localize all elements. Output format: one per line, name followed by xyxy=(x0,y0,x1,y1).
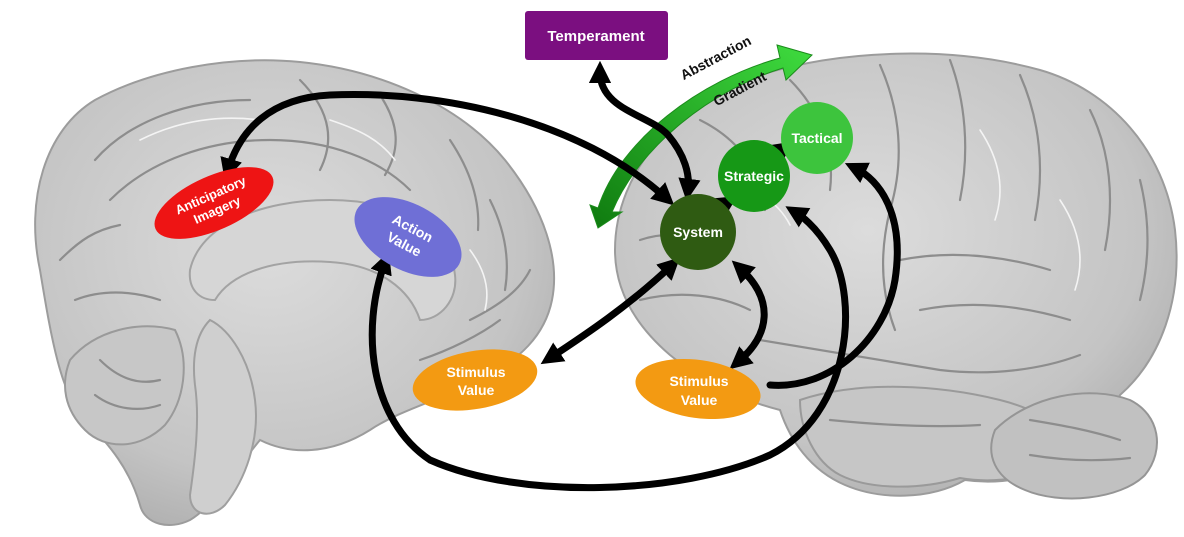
stimulus-value-right-label-line2: Value xyxy=(681,392,718,408)
strategic-label: Strategic xyxy=(724,168,784,184)
medial-brain-illustration xyxy=(35,60,554,525)
system-label: System xyxy=(673,224,723,240)
stimulus-value-left-label-line2: Value xyxy=(458,382,495,398)
stimulus-value-left-label-line1: Stimulus xyxy=(446,364,505,380)
temperament-label: Temperament xyxy=(547,28,644,45)
tactical-label: Tactical xyxy=(791,130,842,146)
stimulus-value-right-label-line1: Stimulus xyxy=(669,373,728,389)
